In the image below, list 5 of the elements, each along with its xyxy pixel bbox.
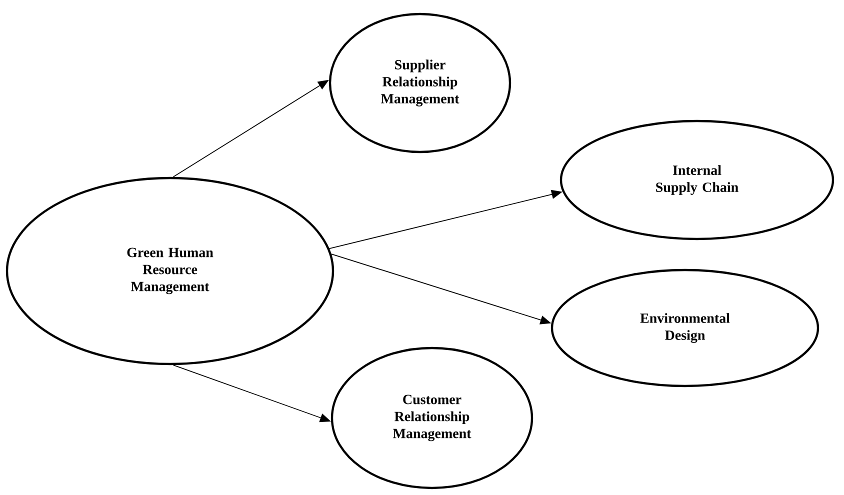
ellipse-node: Environmental Design bbox=[550, 268, 820, 388]
ellipse-node: Supplier Relationship Management bbox=[328, 12, 512, 154]
ellipse-node: Green Human Resource Management bbox=[6, 176, 334, 366]
ellipse-node: Internal Supply Chain bbox=[560, 120, 834, 240]
ellipse-node: Customer Relationship Management bbox=[330, 346, 534, 490]
